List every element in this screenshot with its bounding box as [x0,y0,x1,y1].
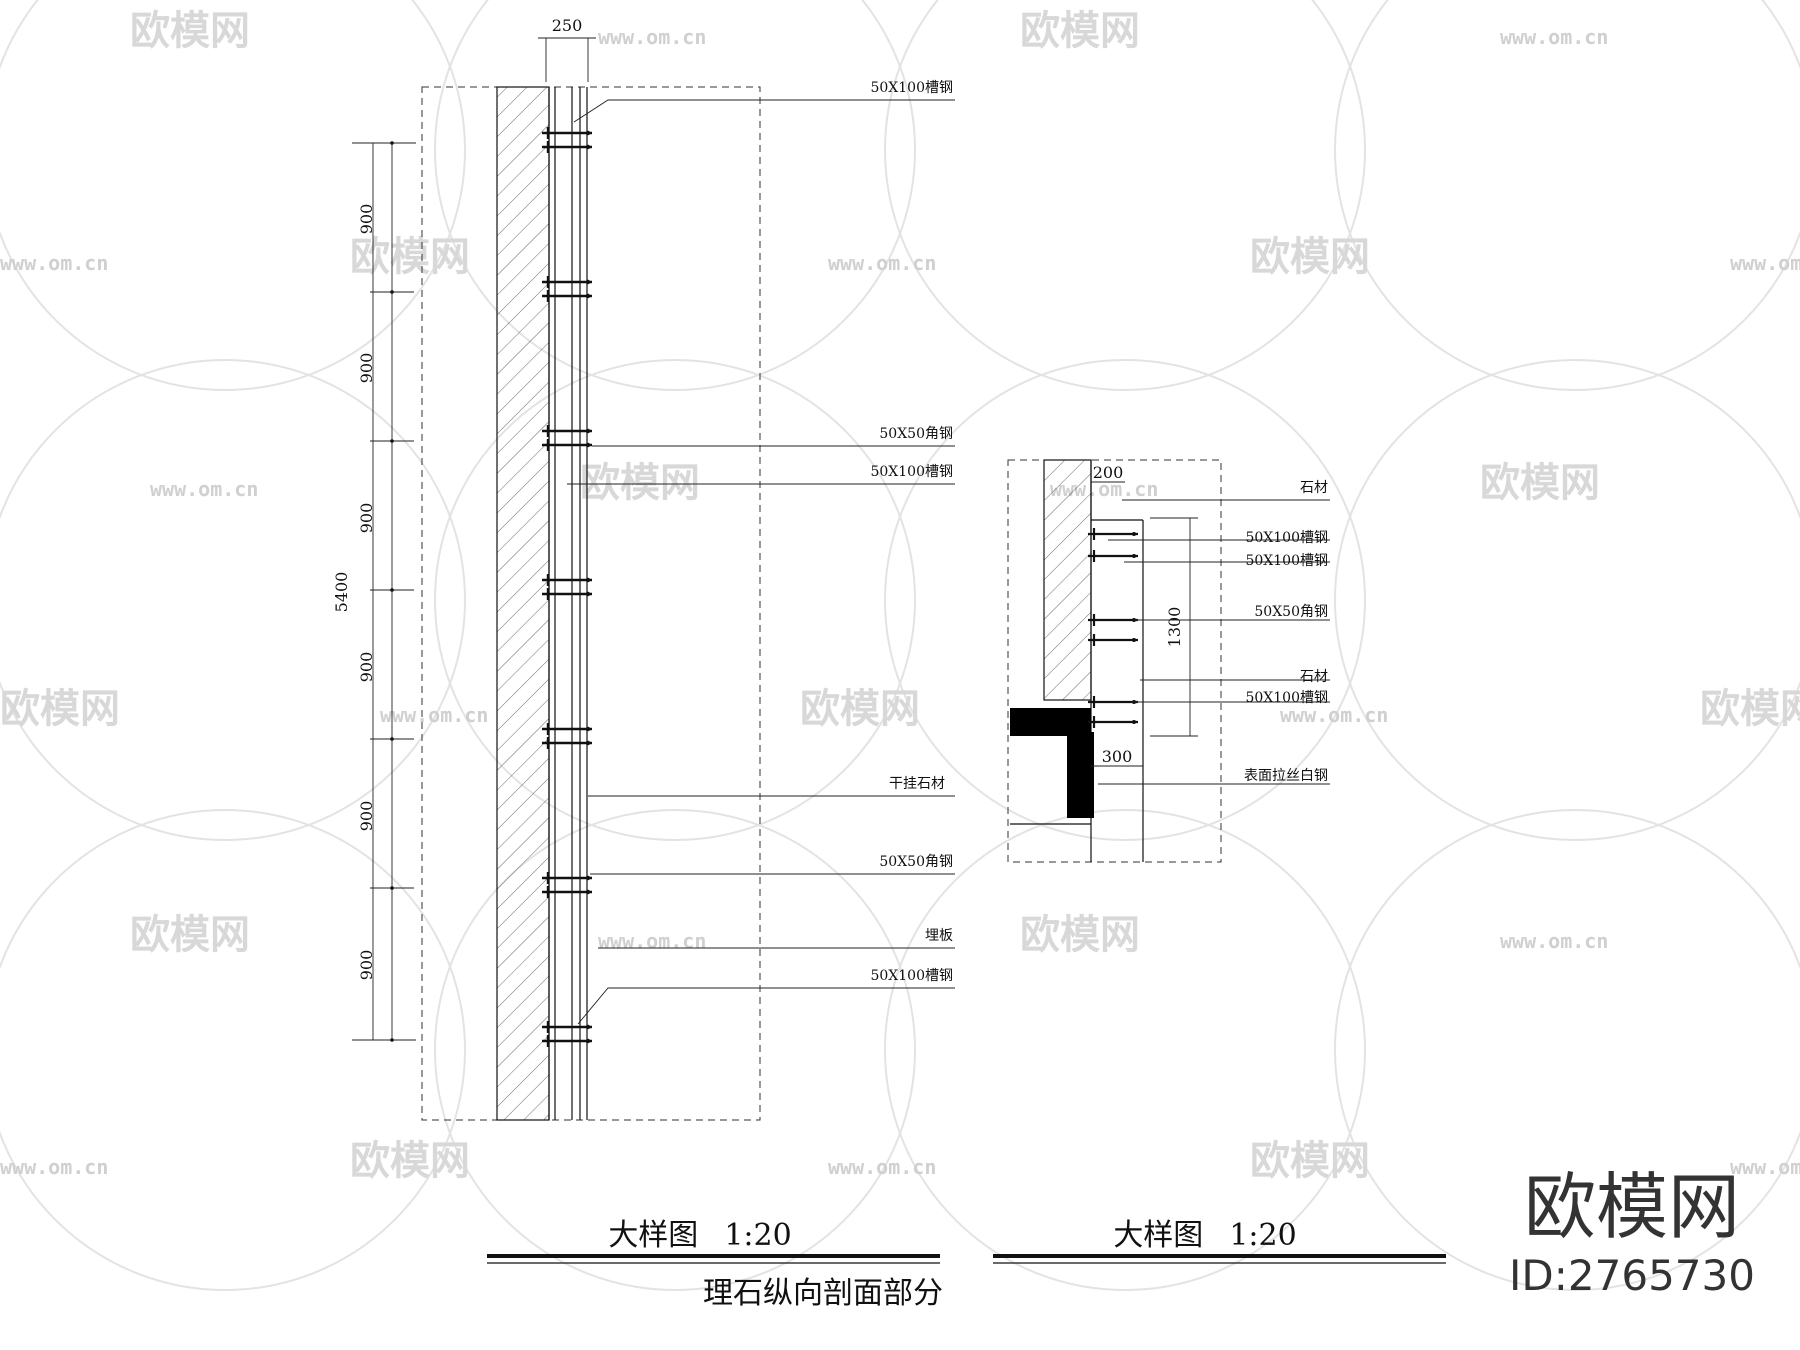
watermark-text: www.om.cn [380,703,488,727]
dim-segment: 900 [357,503,376,534]
watermark-text: www.om.cn [1500,25,1608,49]
watermark-text: www.om.cn [0,251,108,275]
watermark-text: 欧模网 [1020,912,1140,958]
steel-brackets [1088,528,1138,728]
watermark-text: www.om.cn [828,1155,936,1179]
callout-stone: 石材 [1300,669,1328,685]
dim-top-200: 200 [1093,463,1124,482]
dim-segment: 900 [357,950,376,981]
dim-segment: 900 [357,204,376,235]
watermark-text: www.om.cn [150,477,258,501]
watermark-text: www.om.cn [598,929,706,953]
callout-channel-steel: 50X100槽钢 [1245,690,1328,706]
watermark-text: 欧模网 [1250,1138,1370,1184]
dim-height-1300: 1300 [1165,607,1184,648]
watermark-text: www.om.cn [828,251,936,275]
watermark-text: 欧模网 [1700,686,1800,732]
callout-stone: 石材 [1300,480,1328,496]
dim-segment: 900 [357,353,376,384]
right-dashed-boundary [1007,459,1222,863]
watermark-text: 欧模网 [1020,8,1140,54]
watermark-text: www.om.cn [1500,929,1608,953]
watermark-text: 欧模网 [350,1138,470,1184]
steel-brackets [542,127,592,1047]
watermark-text: 欧模网 [580,460,700,506]
callout-angle-steel: 50X50角钢 [1254,604,1328,620]
dim-segment: 900 [357,801,376,832]
watermark-text: www.om.cn [1730,1155,1800,1179]
right-section-detail: 200 1300 300 石材 50X100槽钢 50X100槽钢 50X50角… [1007,459,1330,863]
callout-channel-steel: 50X100槽钢 [1245,553,1328,569]
wall-hatch [1043,459,1092,701]
watermark-text: 欧模网 [130,8,250,54]
watermark-text: 欧模网 [130,912,250,958]
callout-channel-steel: 50X100槽钢 [870,968,953,984]
watermark-text: 欧模网 [350,234,470,280]
left-subtitle: 理石纵向剖面部分 [703,1276,943,1311]
callout-angle-steel: 50X50角钢 [879,854,953,870]
dim-total-5400: 5400 [332,572,351,613]
left-dashed-boundary [421,86,761,1121]
watermark-text: 欧模网 [1250,234,1370,280]
watermark-text: 欧模网 [1480,460,1600,506]
model-id: ID:2765730 [1509,1251,1755,1300]
left-section-detail: 250 5400 900 900 900 900 900 900 50X100槽… [332,16,955,1121]
callout-angle-steel: 50X50角钢 [879,426,953,442]
callout-embedded-plate: 埋板 [925,928,953,944]
watermark-text: www.om.cn [0,1155,108,1179]
brand-block: 欧模网 ID:2765730 [1509,1165,1755,1300]
brand-logo-text: 欧模网 [1524,1165,1740,1249]
callout-brushed-stainless: 表面拉丝白钢 [1244,768,1328,784]
dim-segment: 900 [357,652,376,683]
concrete-wall-hatch [496,86,550,1121]
watermark-text: www.om.cn [1730,251,1800,275]
callout-dry-hung-stone: 干挂石材 [889,776,945,792]
callout-channel-steel: 50X100槽钢 [1245,530,1328,546]
callout-channel-steel: 50X100槽钢 [870,80,953,96]
watermark-text: 欧模网 [800,686,920,732]
brushed-steel-profile [1010,708,1094,818]
callout-channel-steel: 50X100槽钢 [870,464,953,480]
watermark-text: 欧模网 [0,686,120,732]
dim-bottom-300: 300 [1102,747,1133,766]
watermark-text: www.om.cn [1280,703,1388,727]
watermark-text: www.om.cn [598,25,706,49]
dim-top-250: 250 [552,16,583,35]
